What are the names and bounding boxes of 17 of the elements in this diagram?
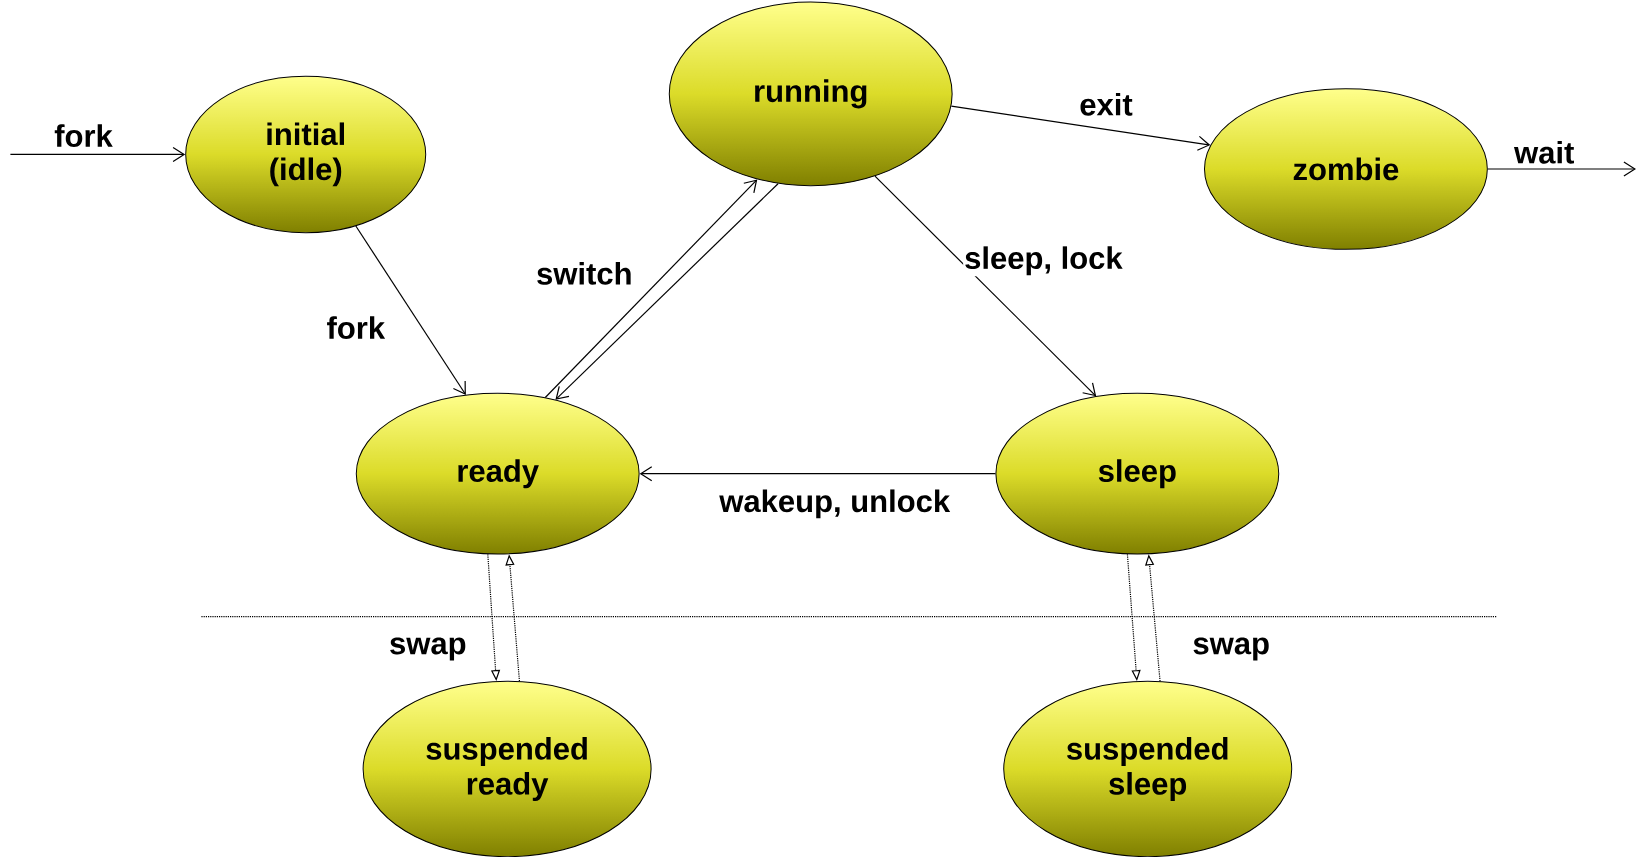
arrow: [9, 146, 186, 162]
edge-label: swap: [388, 636, 468, 662]
arrow: [1487, 161, 1636, 177]
edge-label: sleep, lock: [963, 245, 1124, 277]
arrow: [555, 183, 779, 400]
edge-label: swap: [1191, 636, 1271, 662]
edge-label: fork: [53, 123, 114, 148]
edge-label: exit: [1078, 91, 1134, 117]
arrow: [874, 175, 1097, 397]
arrow: [950, 105, 1211, 151]
arrow: [544, 179, 758, 399]
arrow: [355, 225, 466, 395]
edge-label: wakeup, unlock: [718, 488, 952, 520]
edge-label: fork: [325, 315, 387, 340]
arrow: [639, 466, 996, 482]
edge-label: wait: [1513, 139, 1576, 165]
edge-label: switch: [535, 261, 634, 286]
